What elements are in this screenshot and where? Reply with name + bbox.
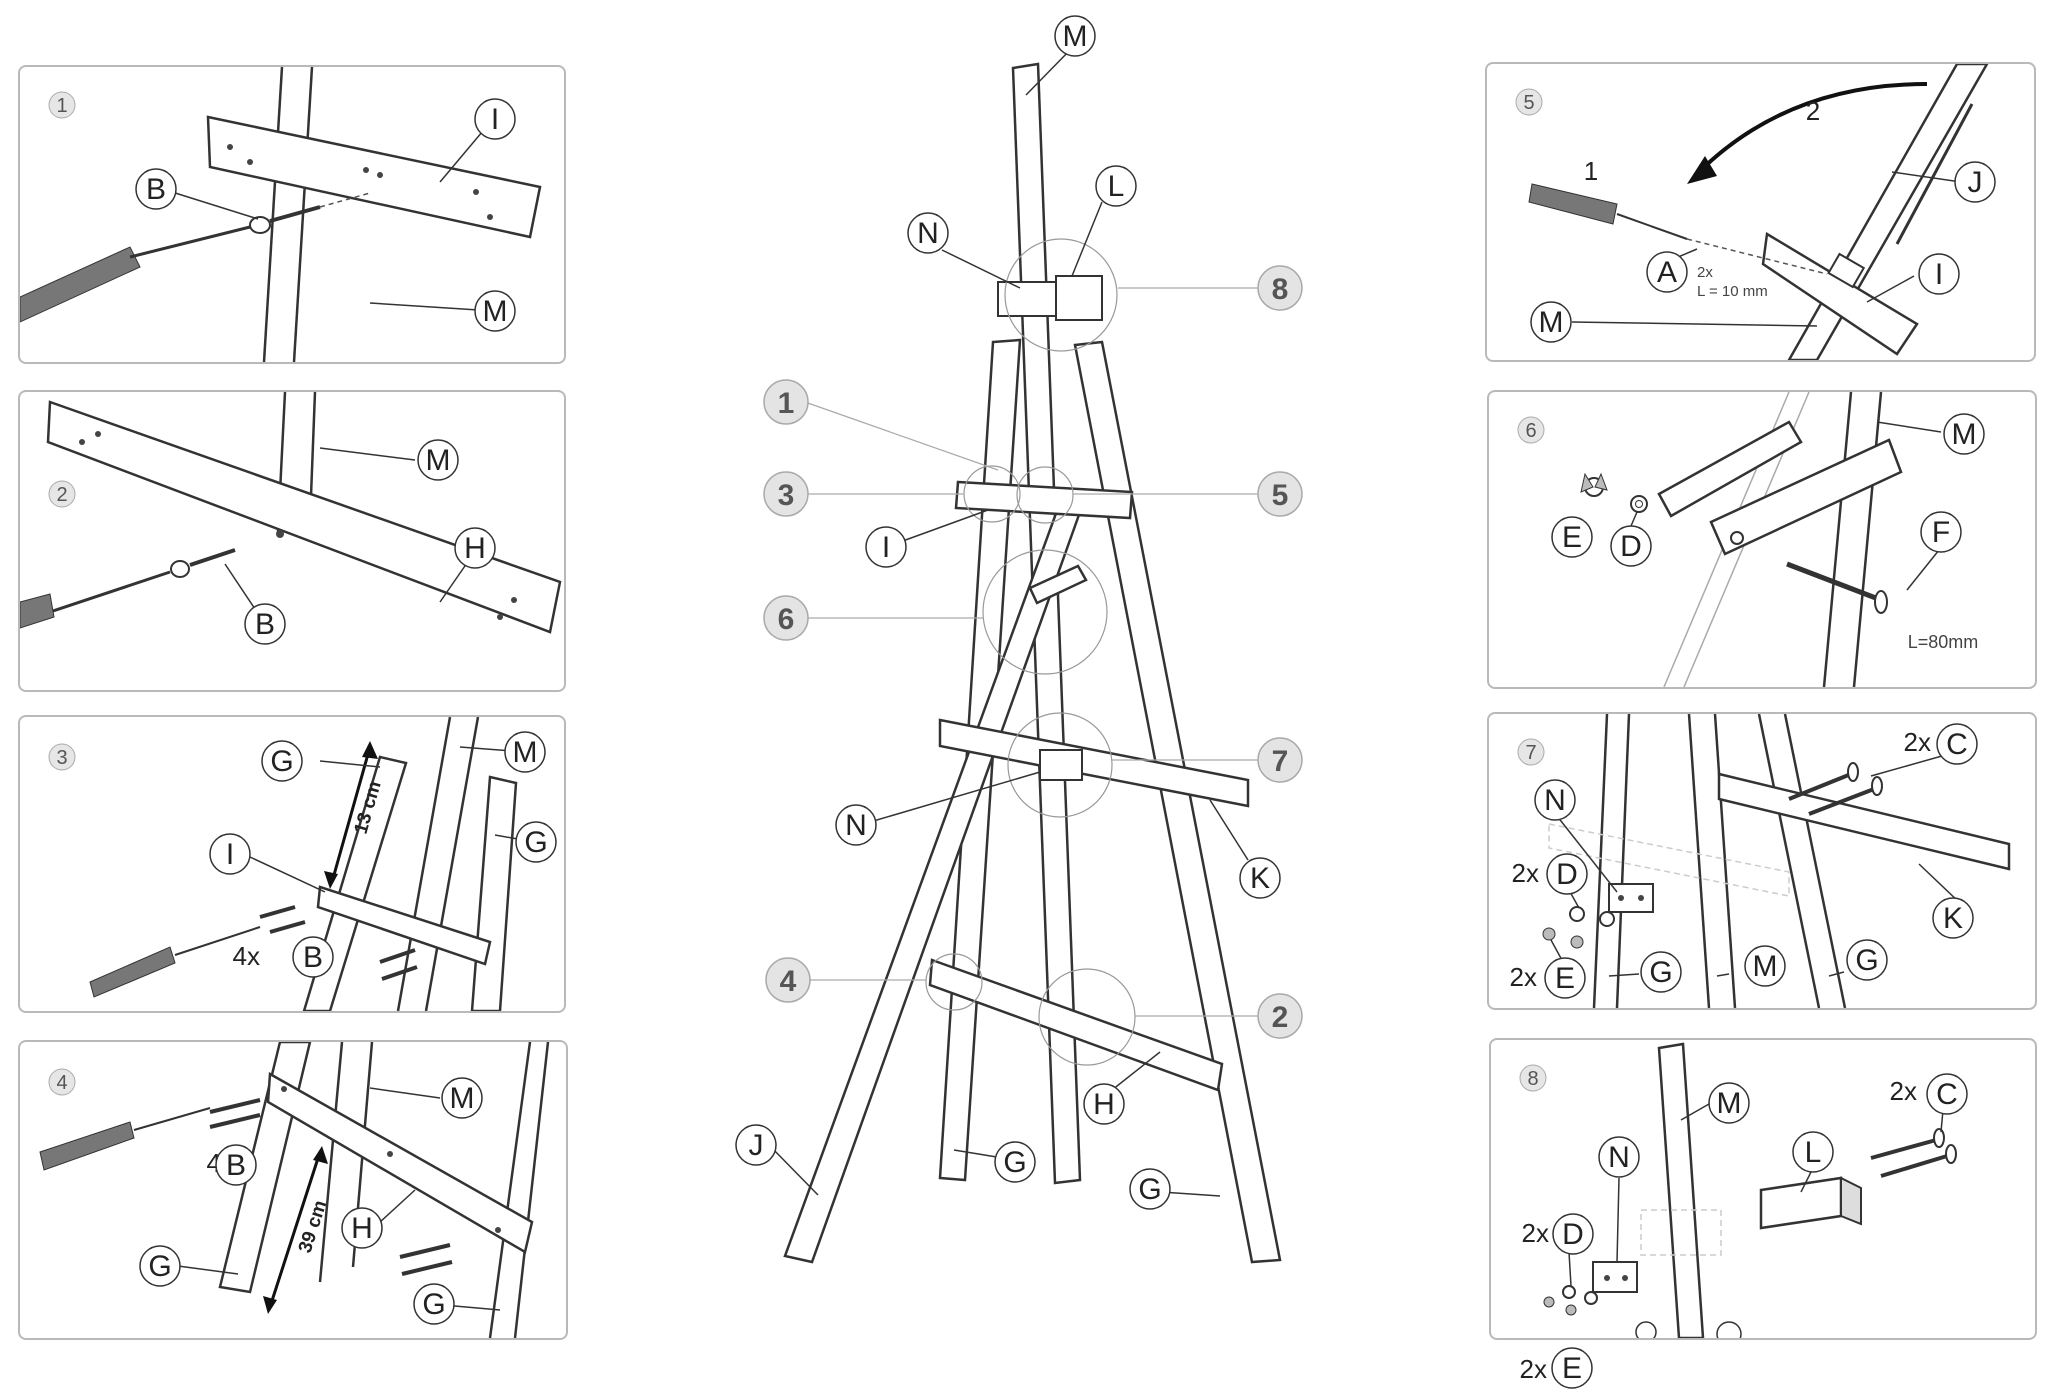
- callout-7: 7: [1272, 745, 1289, 778]
- step-2-number: 2: [56, 484, 67, 506]
- callout-1: 1: [778, 387, 795, 420]
- part-label-h: H: [1093, 1088, 1115, 1121]
- callout-4: 4: [780, 965, 797, 998]
- step-3-number: 3: [56, 747, 67, 769]
- part-label-g-left: G: [148, 1250, 171, 1283]
- part-label-i: I: [491, 103, 499, 136]
- qty-c: 2x: [1904, 727, 1931, 757]
- callout-8: 8: [1272, 273, 1289, 306]
- screw-qty: 2x: [1697, 264, 1713, 281]
- step-3-illustration: 3 13 cm G M G I 4x B: [48, 717, 557, 1011]
- part-label-g-left: G: [1649, 956, 1672, 989]
- part-label-g-right: G: [1855, 944, 1878, 977]
- part-label-m: M: [483, 295, 508, 328]
- step-8-qty-e-callout: 2x E: [1505, 1346, 1615, 1390]
- part-label-n: N: [1544, 784, 1566, 817]
- part-label-i: I: [882, 531, 890, 564]
- part-label-d: D: [1556, 858, 1578, 891]
- step-3-panel: 3 13 cm G M G I 4x B: [18, 715, 566, 1013]
- step-8-illustration: 8 M 2x C N L 2x: [1519, 1042, 1968, 1338]
- step-4-panel: 4 39 cm M 4x B H G: [18, 1040, 568, 1340]
- step-7-number: 7: [1525, 742, 1536, 764]
- part-label-m: M: [1717, 1087, 1742, 1120]
- part-label-j: J: [1968, 166, 1983, 199]
- qty-d: 2x: [1522, 1218, 1549, 1248]
- callout-5: 5: [1272, 479, 1289, 512]
- part-label-g-right: G: [1138, 1173, 1161, 1206]
- part-label-d: D: [1620, 530, 1642, 563]
- qty-e: 2x: [1510, 962, 1537, 992]
- part-label-f: F: [1932, 516, 1950, 549]
- part-label-m: M: [1952, 418, 1977, 451]
- part-label-i: I: [226, 838, 234, 871]
- part-label-b: B: [226, 1149, 246, 1182]
- step-8-panel: 8 M 2x C N L 2x: [1489, 1038, 2037, 1340]
- part-label-g-left: G: [1003, 1146, 1026, 1179]
- part-label-b: B: [255, 608, 275, 641]
- step-5-panel: 5 1 2 2x L = 10 mm J A I M: [1485, 62, 2036, 362]
- part-label-b: B: [303, 941, 323, 974]
- sub-step-2: 2: [1806, 96, 1820, 126]
- step-6-panel: 6 L=80mm M E D F: [1487, 390, 2037, 689]
- screw-length: L = 10 mm: [1697, 283, 1768, 300]
- part-label-b: B: [146, 173, 166, 206]
- step-8-number: 8: [1527, 1068, 1538, 1090]
- part-label-d: D: [1562, 1218, 1584, 1251]
- step-7-illustration: 7 2x C N 2x D 2x: [1510, 714, 2011, 1008]
- step-6-number: 6: [1525, 420, 1536, 442]
- part-label-m: M: [1753, 950, 1778, 983]
- part-label-a: A: [1657, 256, 1677, 289]
- part-label-h: H: [351, 1212, 373, 1245]
- step-2-illustration: 2 M H B: [20, 392, 562, 645]
- callout-6: 6: [778, 603, 795, 636]
- part-label-c: C: [1946, 728, 1968, 761]
- step-2-panel: 2 M H B: [18, 390, 566, 692]
- step-1-illustration: 1 I B M: [20, 67, 542, 362]
- step-1-panel: 1 I B M: [18, 65, 566, 364]
- part-label-e: E: [1555, 962, 1575, 995]
- part-label-g-right: G: [524, 826, 547, 859]
- step-4-number: 4: [56, 1072, 67, 1094]
- part-label-e: E: [1562, 521, 1582, 554]
- part-label-e: E: [1562, 1352, 1582, 1385]
- part-label-m: M: [426, 444, 451, 477]
- part-label-m: M: [1063, 20, 1088, 53]
- part-label-l: L: [1805, 1136, 1822, 1169]
- sub-step-1: 1: [1584, 156, 1598, 186]
- part-label-n: N: [1608, 1141, 1630, 1174]
- step-8-qty-e-graphic: 2x E: [1520, 1347, 1593, 1389]
- part-label-g-left: G: [270, 745, 293, 778]
- callout-3: 3: [778, 479, 795, 512]
- easel-overview-illustration: 1 3 6 4 8 5 7 2 M N L I N: [735, 15, 1303, 1264]
- qty-e: 2x: [1520, 1354, 1547, 1384]
- step-6-illustration: 6 L=80mm M E D F: [1517, 392, 1985, 687]
- part-label-i: I: [1935, 258, 1943, 291]
- step-5-number: 5: [1523, 92, 1534, 114]
- part-label-h: H: [464, 532, 486, 565]
- part-label-n-mid: N: [845, 809, 867, 842]
- bolt-length: L=80mm: [1908, 632, 1979, 652]
- part-label-j: J: [749, 1129, 764, 1162]
- part-label-l: L: [1108, 170, 1125, 203]
- step-1-number: 1: [56, 95, 67, 117]
- part-label-n-top: N: [917, 217, 939, 250]
- callout-2: 2: [1272, 1001, 1289, 1034]
- part-label-c: C: [1936, 1078, 1958, 1111]
- qty-c: 2x: [1890, 1076, 1917, 1106]
- qty-b: 4x: [233, 941, 260, 971]
- part-label-m: M: [513, 736, 538, 769]
- assembled-easel-overview: 1 3 6 4 8 5 7 2 M N L I N: [700, 0, 1380, 1391]
- part-label-m: M: [1539, 306, 1564, 339]
- step-5-illustration: 5 1 2 2x L = 10 mm J A I M: [1515, 64, 1996, 360]
- part-label-g-right: G: [422, 1288, 445, 1321]
- part-label-m: M: [450, 1082, 475, 1115]
- part-label-k: K: [1250, 862, 1270, 895]
- part-label-k: K: [1943, 902, 1963, 935]
- step-7-panel: 7 2x C N 2x D 2x: [1487, 712, 2037, 1010]
- step-4-illustration: 4 39 cm M 4x B H G: [39, 1042, 550, 1338]
- qty-d: 2x: [1512, 858, 1539, 888]
